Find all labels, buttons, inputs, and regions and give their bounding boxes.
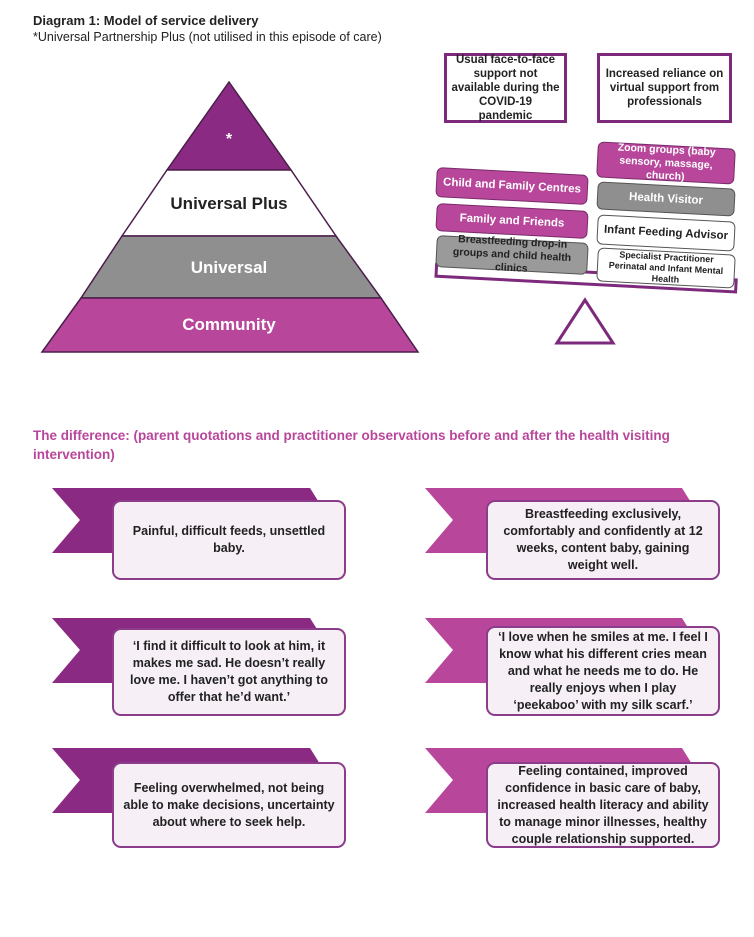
after-card-1: Breastfeeding exclusively, comfortably a…: [486, 500, 720, 580]
after-card-2: ‘I love when he smiles at me. I feel I k…: [486, 626, 720, 716]
pyramid-label-community: Community: [182, 315, 276, 334]
pyramid-label-star: *: [226, 131, 233, 148]
before-card-3: Feeling overwhelmed, not being able to m…: [112, 762, 346, 848]
pyramid-label-universal-plus: Universal Plus: [170, 194, 287, 213]
before-card-2: ‘I find it difficult to look at him, it …: [112, 628, 346, 716]
balance-fulcrum: [554, 297, 616, 345]
diagram-subtitle: *Universal Partnership Plus (not utilise…: [33, 30, 382, 44]
virtual-support-box: Increased reliance on virtual support fr…: [597, 53, 732, 123]
pyramid-label-universal: Universal: [191, 258, 268, 277]
pyramid-level-top: [165, 80, 293, 171]
after-card-3: Feeling contained, improved confidence i…: [486, 762, 720, 848]
difference-heading: The difference: (parent quotations and p…: [33, 428, 670, 462]
scale-item-specialist-practitioner: Specialist Practitioner Perinatal and In…: [596, 247, 736, 289]
before-card-1: Painful, difficult feeds, unsettled baby…: [112, 500, 346, 580]
pyramid-level-community: [40, 297, 420, 353]
scale-item-breastfeeding-groups: Breastfeeding drop-in groups and child h…: [435, 233, 589, 275]
scale-item-zoom-groups: Zoom groups (baby sensory, massage, chur…: [596, 141, 736, 185]
diagram-title: Diagram 1: Model of service delivery: [33, 13, 259, 28]
face-to-face-unavailable-box: Usual face-to-face support not available…: [444, 53, 567, 123]
